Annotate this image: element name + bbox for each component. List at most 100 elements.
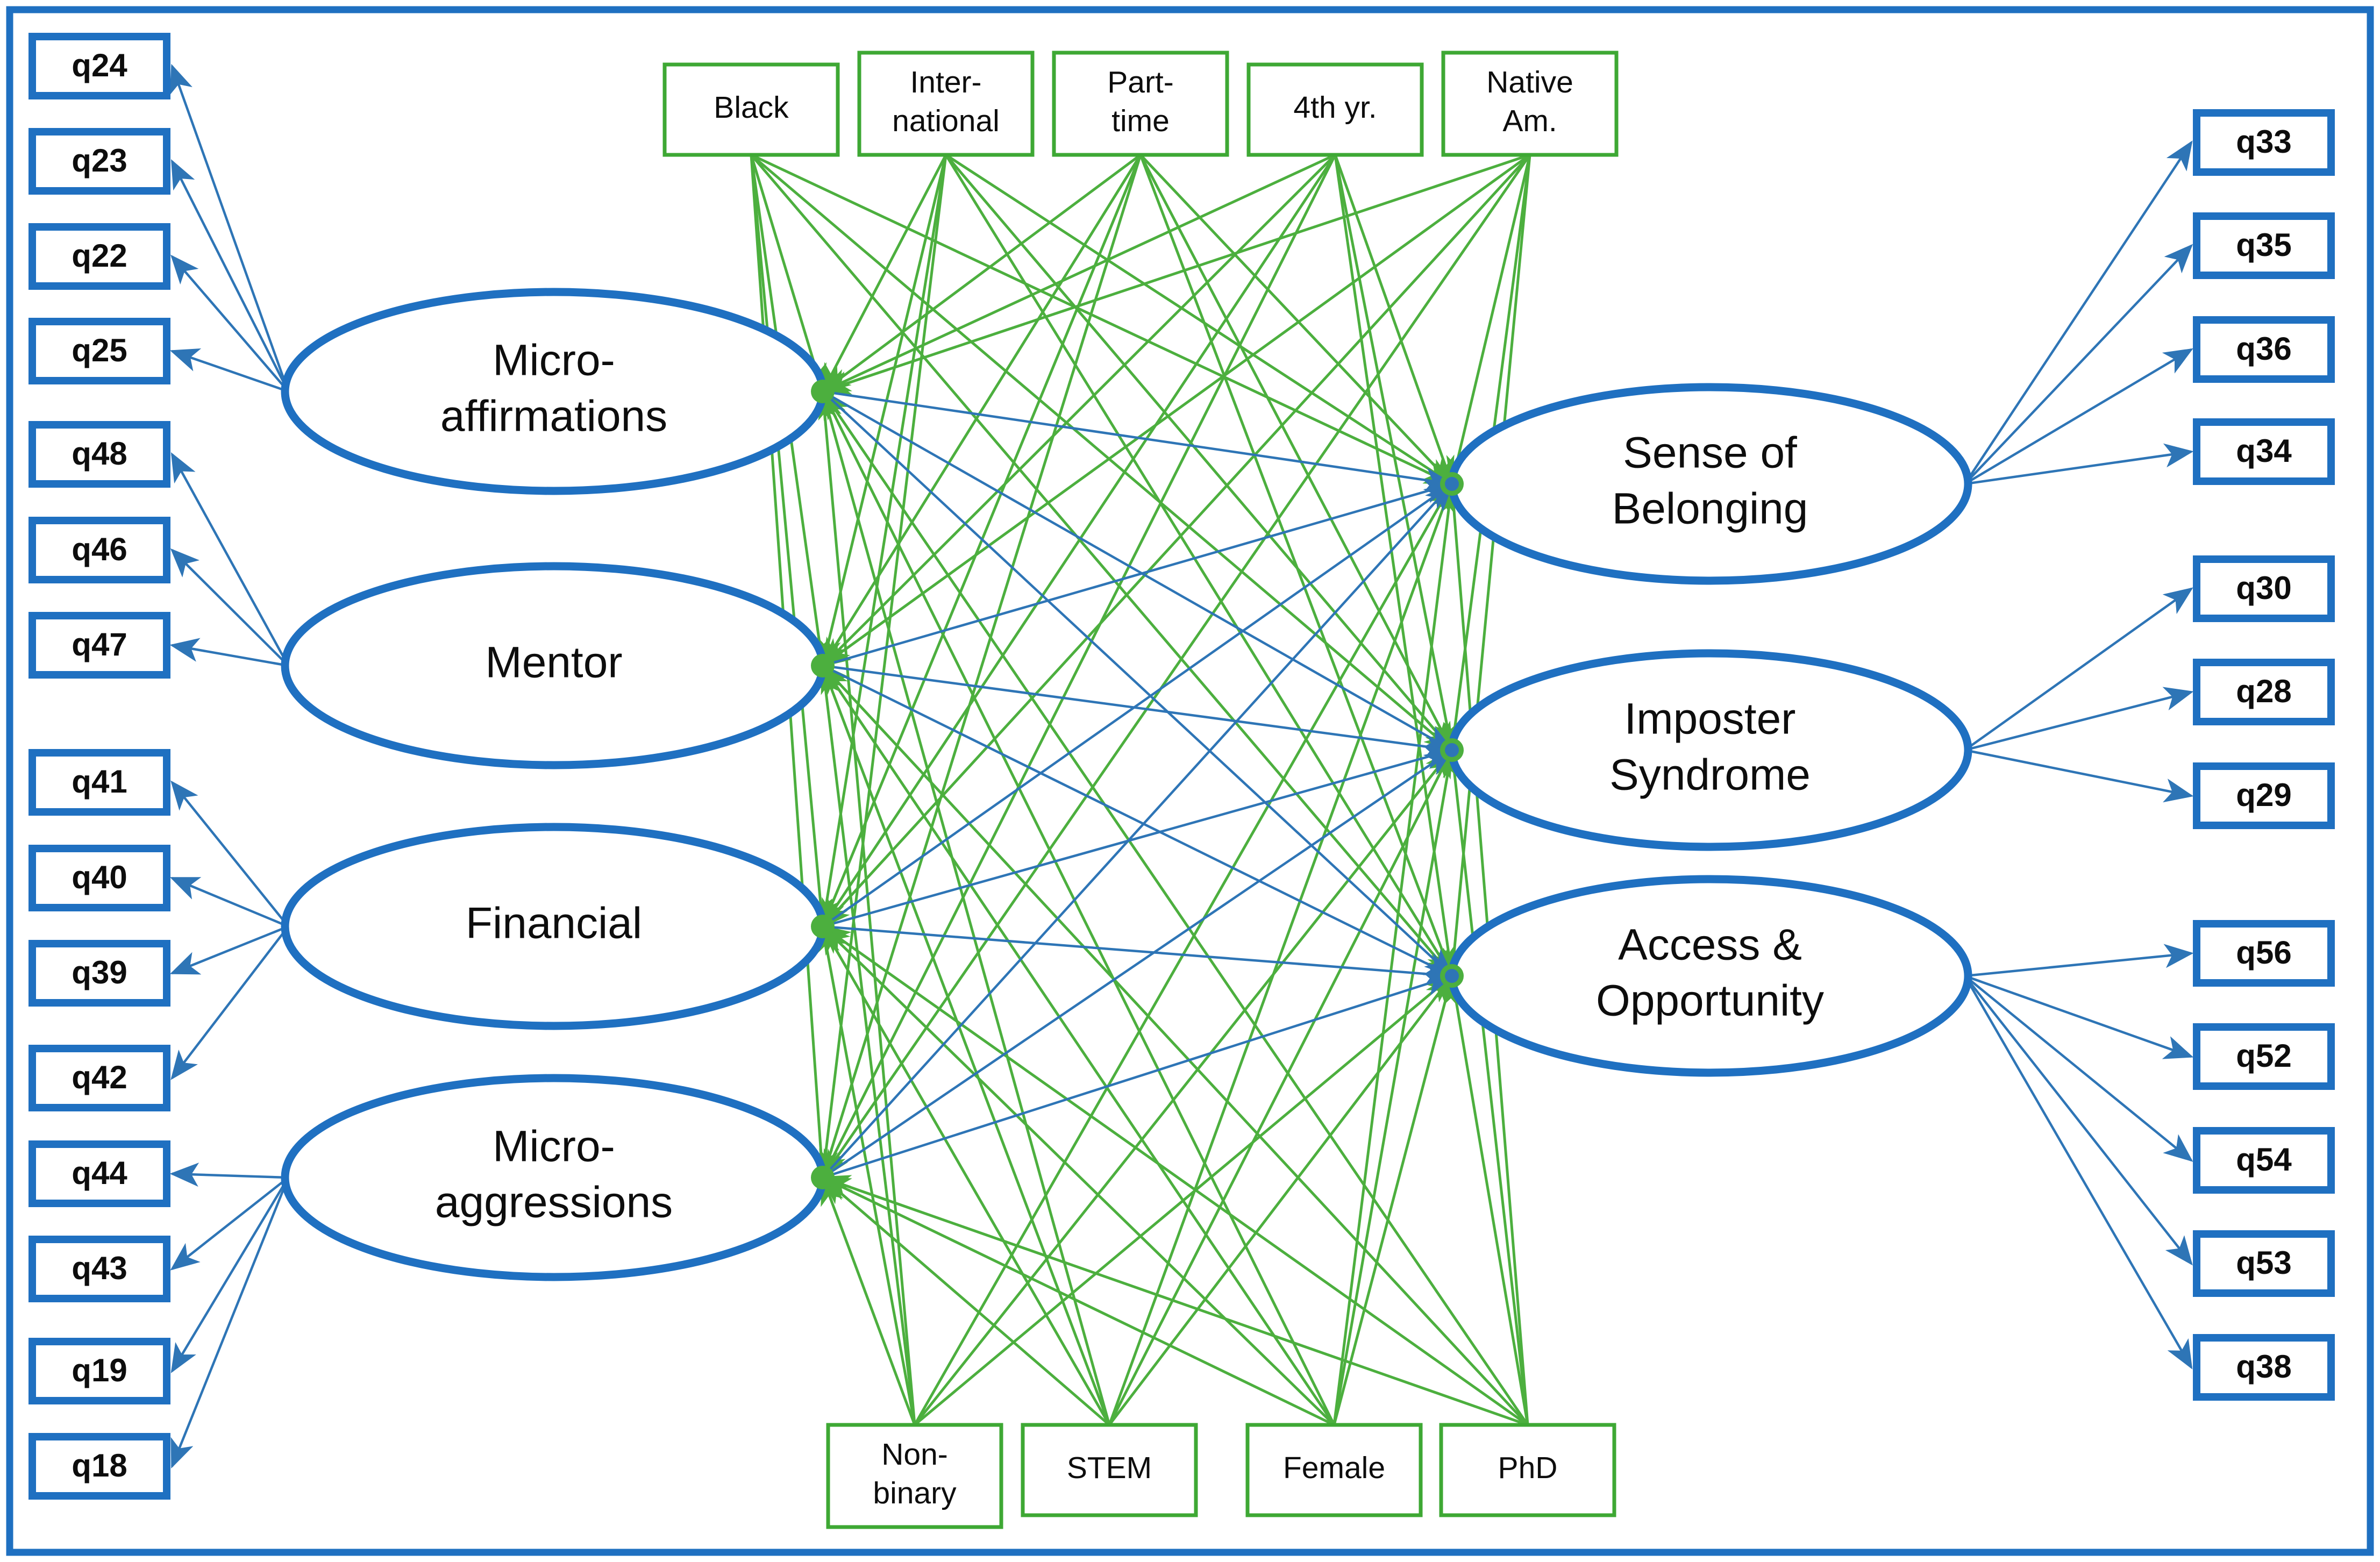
covariate-path xyxy=(1443,747,1529,1425)
indicator-box[interactable] xyxy=(2193,316,2335,383)
indicator-box[interactable] xyxy=(2193,555,2335,622)
indicator-box[interactable] xyxy=(2193,659,2335,725)
indicator-box[interactable] xyxy=(28,223,170,290)
structural-path xyxy=(822,482,1454,1179)
indicator-box[interactable] xyxy=(28,318,170,384)
indicator-q33[interactable]: q33 xyxy=(2193,109,2335,176)
indicator-q25[interactable]: q25 xyxy=(28,318,170,384)
indicator-box[interactable] xyxy=(2193,1334,2335,1401)
covariate-stem[interactable]: STEM xyxy=(1021,1423,1198,1517)
indicator-box[interactable] xyxy=(28,421,170,488)
indicator-box[interactable] xyxy=(28,517,170,583)
indicator-box[interactable] xyxy=(2193,109,2335,176)
indicator-q44[interactable]: q44 xyxy=(28,1140,170,1207)
covariate-black[interactable]: Black xyxy=(662,62,840,157)
indicator-q30[interactable]: q30 xyxy=(2193,555,2335,622)
covariate-label: Black xyxy=(714,90,789,125)
latent-microaggressions[interactable]: Micro-aggressions xyxy=(281,1074,827,1281)
covariate-box[interactable] xyxy=(662,62,840,157)
latent-label: Mentor xyxy=(485,638,622,687)
junction-node-inner xyxy=(817,660,829,672)
indicator-q48[interactable]: q48 xyxy=(28,421,170,488)
indicator-box[interactable] xyxy=(2193,1127,2335,1194)
indicator-box[interactable] xyxy=(2193,1230,2335,1297)
covariate-female[interactable]: Female xyxy=(1245,1423,1423,1517)
indicator-q18[interactable]: q18 xyxy=(28,1433,170,1500)
indicator-q42[interactable]: q42 xyxy=(28,1045,170,1111)
covariate-box[interactable] xyxy=(1246,62,1424,157)
indicator-box[interactable] xyxy=(2193,762,2335,829)
covariate-box[interactable] xyxy=(857,51,1035,157)
covariate-box[interactable] xyxy=(1439,1423,1616,1517)
indicator-q54[interactable]: q54 xyxy=(2193,1127,2335,1194)
indicator-box[interactable] xyxy=(28,612,170,679)
structural-path xyxy=(822,972,1455,1179)
structural-path xyxy=(822,390,1454,752)
covariate-label: 4th yr. xyxy=(1293,90,1377,125)
indicator-box[interactable] xyxy=(28,1045,170,1111)
indicator-q28[interactable]: q28 xyxy=(2193,659,2335,725)
indicator-box[interactable] xyxy=(28,749,170,816)
indicator-q40[interactable]: q40 xyxy=(28,845,170,911)
indicator-box[interactable] xyxy=(2193,1023,2335,1090)
covariate-label: Female xyxy=(1283,1451,1385,1485)
indicator-box[interactable] xyxy=(2193,212,2335,279)
indicator-q36[interactable]: q36 xyxy=(2193,316,2335,383)
indicator-q56[interactable]: q56 xyxy=(2193,920,2335,987)
indicator-q39[interactable]: q39 xyxy=(28,940,170,1007)
covariate-path xyxy=(1334,154,1455,487)
covariate-box[interactable] xyxy=(1021,1423,1198,1517)
indicator-q24[interactable]: q24 xyxy=(28,33,170,99)
figure-frame xyxy=(6,6,2374,1556)
indicator-q41[interactable]: q41 xyxy=(28,749,170,816)
covariate-nonbinary[interactable]: Non-binary xyxy=(826,1423,1003,1529)
indicator-label: q53 xyxy=(2236,1245,2291,1281)
covariate-box[interactable] xyxy=(1245,1423,1423,1517)
indicator-label: q40 xyxy=(72,859,127,895)
indicator-box[interactable] xyxy=(2193,418,2335,485)
covariate-box[interactable] xyxy=(1441,51,1619,157)
indicator-box[interactable] xyxy=(28,1338,170,1404)
indicator-box[interactable] xyxy=(28,33,170,99)
indicator-q52[interactable]: q52 xyxy=(2193,1023,2335,1090)
indicator-box[interactable] xyxy=(28,845,170,911)
covariate-box[interactable] xyxy=(1052,51,1229,157)
indicator-q47[interactable]: q47 xyxy=(28,612,170,679)
indicator-box[interactable] xyxy=(2193,920,2335,987)
covariate-path xyxy=(1444,973,1529,1425)
indicator-box[interactable] xyxy=(28,1140,170,1207)
covariate-phd[interactable]: PhD xyxy=(1439,1423,1616,1517)
latent-access-opportunity[interactable]: Access &Opportunity xyxy=(1448,875,1972,1077)
indicator-box[interactable] xyxy=(28,128,170,195)
indicator-q46[interactable]: q46 xyxy=(28,517,170,583)
indicator-q43[interactable]: q43 xyxy=(28,1236,170,1302)
loading-arrow xyxy=(169,348,289,393)
indicator-q29[interactable]: q29 xyxy=(2193,762,2335,829)
covariate-parttime[interactable]: Part-time xyxy=(1052,51,1229,157)
indicator-q53[interactable]: q53 xyxy=(2193,1230,2335,1297)
indicator-q22[interactable]: q22 xyxy=(28,223,170,290)
covariate-box[interactable] xyxy=(826,1423,1003,1529)
indicator-box[interactable] xyxy=(28,1433,170,1500)
latent-mentor[interactable]: Mentor xyxy=(281,562,827,769)
latent-label: Opportunity xyxy=(1596,976,1824,1025)
indicator-q34[interactable]: q34 xyxy=(2193,418,2335,485)
indicator-q23[interactable]: q23 xyxy=(28,128,170,195)
latent-financial[interactable]: Financial xyxy=(281,823,827,1030)
indicator-box[interactable] xyxy=(28,940,170,1007)
loading-arrow xyxy=(170,548,289,667)
indicator-q38[interactable]: q38 xyxy=(2193,1334,2335,1401)
indicator-q19[interactable]: q19 xyxy=(28,1338,170,1404)
covariate-4thyr[interactable]: 4th yr. xyxy=(1246,62,1424,157)
indicator-box[interactable] xyxy=(28,1236,170,1302)
junction-node-inner xyxy=(817,921,829,932)
indicator-q35[interactable]: q35 xyxy=(2193,212,2335,279)
latent-label: affirmations xyxy=(440,392,667,441)
loading-arrow xyxy=(170,452,289,667)
latent-microaffirmations[interactable]: Micro-affirmations xyxy=(281,288,827,495)
covariate-international[interactable]: Inter-national xyxy=(857,51,1035,157)
